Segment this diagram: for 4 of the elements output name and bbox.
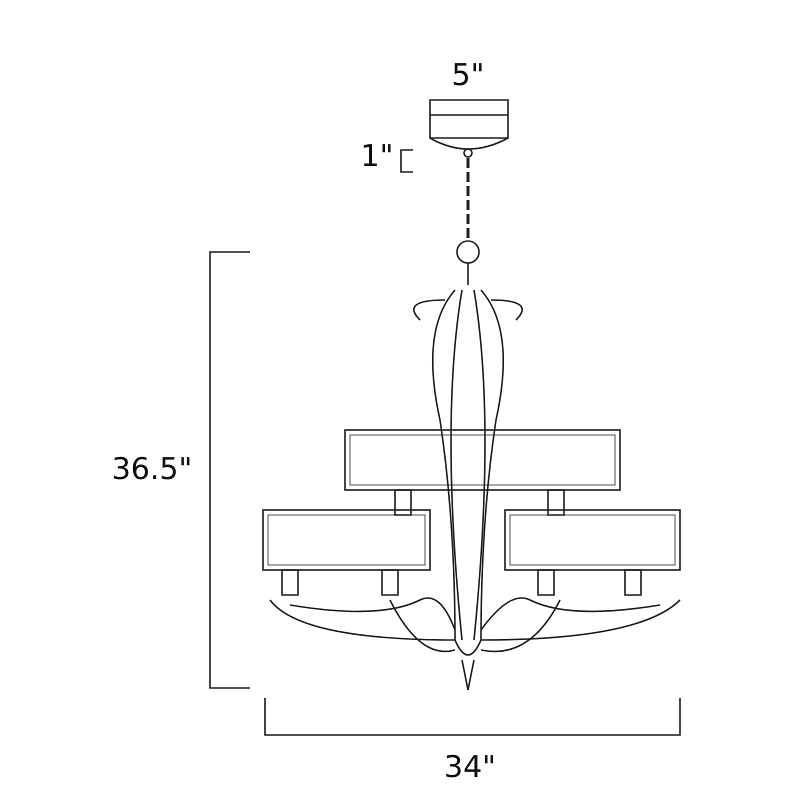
dimension-label: 34" [444,753,496,783]
dimension-label: 36.5" [112,455,192,485]
dimension-label: 1" [360,142,394,172]
dimension-label: 5" [452,61,484,91]
